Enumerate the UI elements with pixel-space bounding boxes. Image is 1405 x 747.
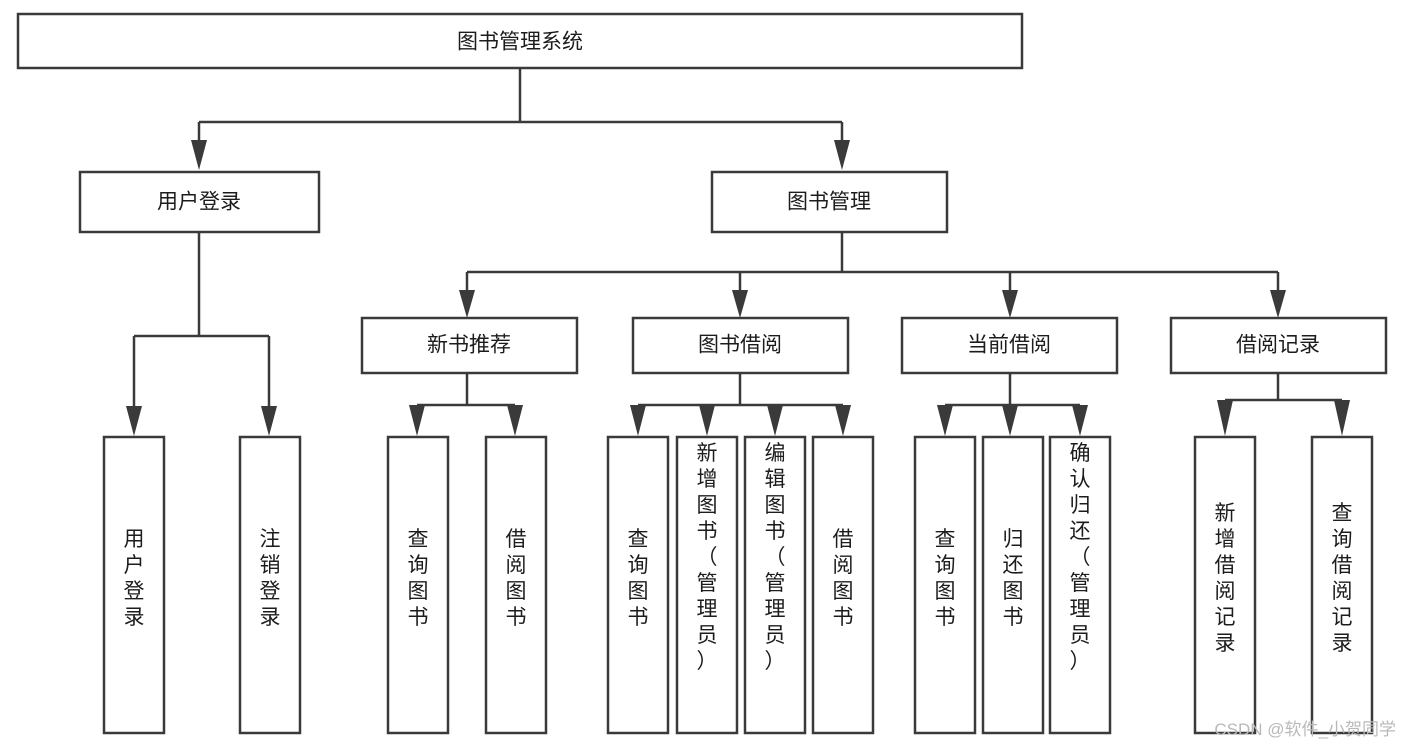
node-leaf-return-book[interactable]: 归还图书	[981, 435, 1045, 735]
arrow-leaf-query-record-icon	[1334, 400, 1350, 436]
node-leaf-edit-book[interactable]: 编辑图书（管理员）	[743, 435, 807, 735]
node-leaf-user-login-box[interactable]	[102, 435, 166, 735]
node-leaf-borrow-book-2-box[interactable]	[811, 435, 875, 735]
watermark-label: CSDN @软件_小贺同学	[1214, 720, 1396, 739]
node-leaf-borrow-book-2-label: 借阅图书	[833, 528, 854, 629]
node-leaf-user-login-label: 用户登录	[124, 528, 145, 629]
node-book-borrow-box[interactable]	[631, 316, 850, 375]
node-leaf-confirm-return-box[interactable]	[1048, 435, 1112, 735]
arrow-leaf-user-logout-icon	[261, 406, 277, 436]
arrow-user-login-icon	[191, 140, 207, 170]
arrow-leaf-confirm-return-icon	[1072, 405, 1088, 436]
node-book-manage[interactable]: 图书管理	[710, 170, 949, 234]
node-leaf-query-book-2-label: 查询图书	[628, 528, 649, 629]
arrow-leaf-return-book-icon	[1002, 405, 1018, 436]
arrow-leaf-query-book-3-icon	[937, 405, 953, 436]
node-leaf-query-book-3-label: 查询图书	[935, 528, 956, 629]
node-root-box[interactable]	[16, 12, 1024, 70]
node-leaf-user-logout-box[interactable]	[238, 435, 302, 735]
arrow-current-borrow-icon	[1002, 290, 1018, 318]
node-leaf-user-logout[interactable]: 注销登录	[238, 435, 302, 735]
node-leaf-add-record-label: 新增借阅记录	[1215, 502, 1236, 655]
node-new-book-rec-label: 新书推荐	[427, 334, 511, 357]
arrow-leaf-borrow-book-1-icon	[507, 405, 523, 436]
node-leaf-add-book-label: 新增图书（管理员）	[697, 442, 718, 673]
arrow-leaf-user-login-icon	[126, 406, 142, 436]
arrow-leaf-query-book-1-icon	[409, 405, 425, 436]
node-leaf-query-book-2-box[interactable]	[606, 435, 670, 735]
node-leaf-borrow-book-2[interactable]: 借阅图书	[811, 435, 875, 735]
arrow-leaf-add-book-icon	[699, 405, 715, 436]
node-user-login[interactable]: 用户登录	[78, 170, 321, 234]
node-leaf-borrow-book-1[interactable]: 借阅图书	[484, 435, 548, 735]
node-leaf-add-book-box[interactable]	[675, 435, 739, 735]
connectors-group	[126, 68, 1350, 436]
node-leaf-query-record-label: 查询借阅记录	[1332, 502, 1353, 655]
arrow-leaf-add-record-icon	[1217, 400, 1233, 436]
node-leaf-query-book-1-label: 查询图书	[408, 528, 429, 629]
node-new-book-rec-box[interactable]	[360, 316, 579, 375]
node-borrow-record[interactable]: 借阅记录	[1169, 316, 1388, 375]
node-leaf-borrow-book-1-box[interactable]	[484, 435, 548, 735]
arrow-leaf-edit-book-icon	[767, 405, 783, 436]
node-user-login-box[interactable]	[78, 170, 321, 234]
node-leaf-confirm-return[interactable]: 确认归还（管理员）	[1048, 435, 1112, 735]
node-leaf-user-logout-label: 注销登录	[260, 528, 281, 629]
arrow-new-book-rec-icon	[459, 290, 475, 318]
node-leaf-add-record[interactable]: 新增借阅记录	[1193, 435, 1257, 735]
node-leaf-query-book-1-box[interactable]	[386, 435, 450, 735]
node-leaf-query-record[interactable]: 查询借阅记录	[1310, 435, 1374, 735]
node-leaf-query-book-2[interactable]: 查询图书	[606, 435, 670, 735]
node-leaf-edit-book-box[interactable]	[743, 435, 807, 735]
node-leaf-edit-book-label: 编辑图书（管理员）	[765, 442, 786, 673]
node-book-manage-label: 图书管理	[787, 191, 871, 214]
node-leaf-user-login[interactable]: 用户登录	[102, 435, 166, 735]
node-leaf-return-book-box[interactable]	[981, 435, 1045, 735]
arrow-leaf-query-book-2-icon	[630, 405, 646, 436]
node-root[interactable]: 图书管理系统	[16, 12, 1024, 70]
arrow-borrow-record-icon	[1270, 290, 1286, 318]
arrow-book-manage-icon	[834, 140, 850, 170]
node-borrow-record-label: 借阅记录	[1236, 334, 1320, 357]
node-leaf-query-book-1[interactable]: 查询图书	[386, 435, 450, 735]
node-leaf-query-record-box[interactable]	[1310, 435, 1374, 735]
arrow-book-borrow-icon	[732, 290, 748, 318]
node-borrow-record-box[interactable]	[1169, 316, 1388, 375]
node-root-label: 图书管理系统	[457, 31, 583, 54]
node-book-manage-box[interactable]	[710, 170, 949, 234]
node-user-login-label: 用户登录	[157, 191, 241, 214]
node-leaf-confirm-return-label: 确认归还（管理员）	[1070, 442, 1091, 673]
node-leaf-borrow-book-1-label: 借阅图书	[506, 528, 527, 629]
node-current-borrow-box[interactable]	[900, 316, 1119, 375]
node-book-borrow[interactable]: 图书借阅	[631, 316, 850, 375]
node-leaf-return-book-label: 归还图书	[1003, 528, 1024, 629]
node-leaf-query-book-3-box[interactable]	[913, 435, 977, 735]
node-new-book-rec[interactable]: 新书推荐	[360, 316, 579, 375]
node-leaf-query-book-3[interactable]: 查询图书	[913, 435, 977, 735]
arrow-leaf-borrow-book-2-icon	[835, 405, 851, 436]
node-book-borrow-label: 图书借阅	[698, 334, 782, 357]
node-leaf-add-record-box[interactable]	[1193, 435, 1257, 735]
node-current-borrow-label: 当前借阅	[967, 334, 1051, 357]
node-current-borrow[interactable]: 当前借阅	[900, 316, 1119, 375]
node-leaf-add-book[interactable]: 新增图书（管理员）	[675, 435, 739, 735]
